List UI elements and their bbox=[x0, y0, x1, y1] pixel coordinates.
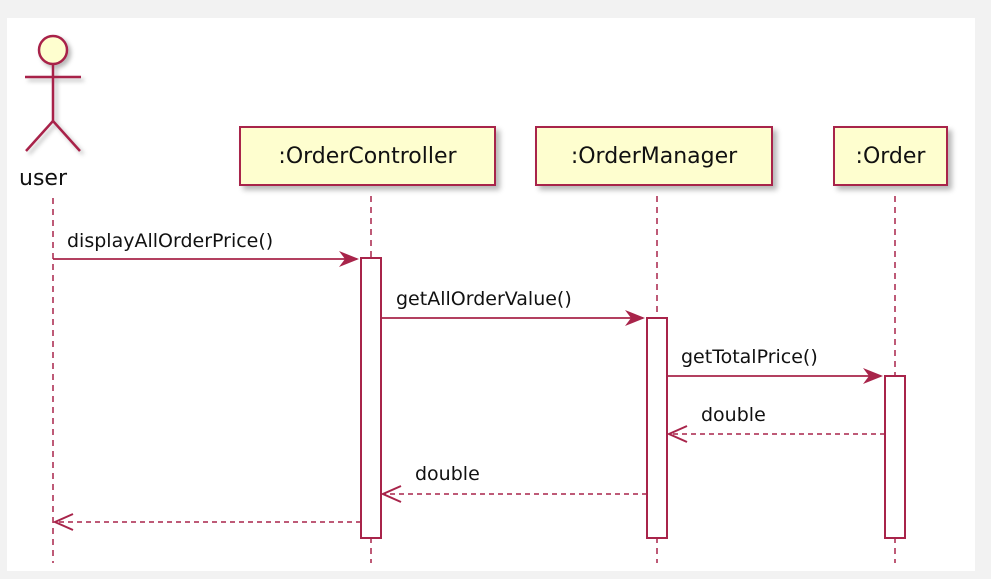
participant-order: :Order bbox=[833, 126, 948, 186]
sequence-diagram: user :OrderController :OrderManager :Ord… bbox=[7, 18, 975, 571]
activation-ordermanager bbox=[646, 317, 668, 539]
activation-ordercontroller bbox=[360, 257, 382, 539]
return-arrow-order-to-manager bbox=[666, 425, 885, 443]
diagram-graphics bbox=[25, 34, 906, 563]
activation-order bbox=[884, 375, 906, 539]
return-label-double-2: double bbox=[415, 463, 480, 485]
message-arrow-get-all-order-value bbox=[381, 310, 645, 326]
message-label-get-total-price: getTotalPrice() bbox=[681, 346, 818, 368]
return-label-double-1: double bbox=[701, 404, 766, 426]
participant-ordercontroller: :OrderController bbox=[239, 126, 496, 186]
message-arrow-display-all-order-price bbox=[53, 251, 359, 267]
message-label-get-all-order-value: getAllOrderValue() bbox=[396, 288, 572, 310]
message-label-display-all-order-price: displayAllOrderPrice() bbox=[67, 230, 274, 252]
actor-head bbox=[37, 34, 69, 66]
actor-leg-left bbox=[25, 120, 54, 152]
actor-leg-right bbox=[52, 120, 81, 152]
message-arrow-get-total-price bbox=[667, 368, 883, 384]
actor-stick-figure bbox=[25, 34, 81, 152]
return-arrow-controller-to-user bbox=[52, 513, 361, 531]
participant-ordermanager: :OrderManager bbox=[535, 126, 773, 186]
actor-label-user: user bbox=[19, 166, 67, 191]
return-arrow-manager-to-controller bbox=[380, 485, 647, 503]
